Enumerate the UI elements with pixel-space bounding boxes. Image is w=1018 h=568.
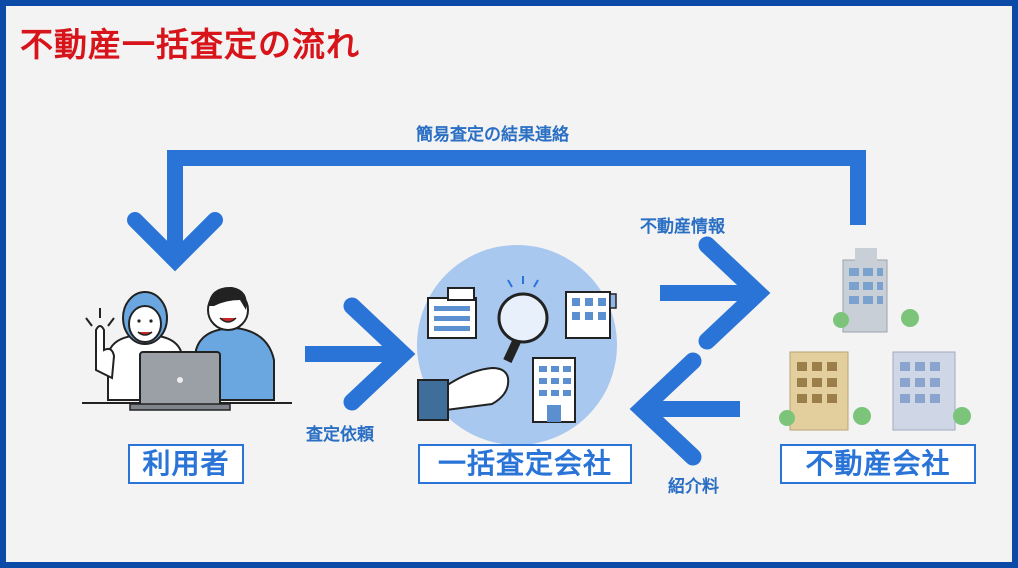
referral-fee-arrow — [640, 361, 740, 457]
feedback-arrow — [135, 158, 858, 260]
property-info-arrow — [660, 245, 760, 341]
office-buildings-icon — [779, 248, 971, 430]
referral-fee-label: 紹介料 — [668, 472, 719, 497]
user-node: 利用者 — [128, 444, 244, 484]
request-label: 査定依頼 — [306, 420, 374, 445]
magnifier-over-buildings-icon — [417, 245, 617, 445]
people-with-laptop-icon — [82, 287, 292, 410]
request-arrow — [305, 306, 405, 402]
page-title: 不動産一括査定の流れ — [20, 18, 360, 66]
aggregator-node: 一括査定会社 — [418, 444, 632, 484]
property-info-label: 不動産情報 — [640, 212, 725, 237]
feedback-label: 簡易査定の結果連絡 — [416, 120, 569, 145]
company-node: 不動産会社 — [780, 444, 976, 484]
